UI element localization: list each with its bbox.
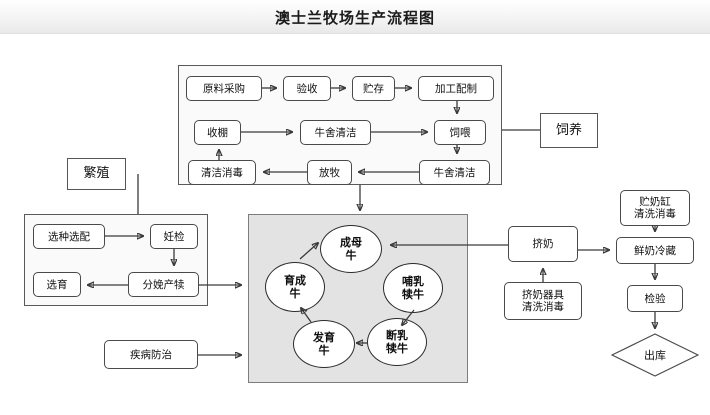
node-milking[interactable]: 挤奶 (508, 226, 578, 262)
oval-cow-yearling[interactable]: 育成 牛 (265, 262, 325, 312)
node-selective-breeding[interactable]: 选育 (33, 272, 81, 297)
node-fresh-milk-refrigeration[interactable]: 鲜奶冷藏 (616, 237, 694, 264)
node-shed-closing[interactable]: 收棚 (194, 120, 241, 145)
node-processing-formulation[interactable]: 加工配制 (418, 76, 494, 101)
node-calving[interactable]: 分娩产犊 (128, 272, 199, 297)
node-outbound[interactable]: 出库 (611, 333, 699, 377)
node-feeding-action[interactable]: 饲喂 (434, 120, 486, 145)
node-breed-selection-mating[interactable]: 选种选配 (33, 224, 105, 249)
node-barn-cleaning-upper[interactable]: 牛舍清洁 (300, 120, 371, 145)
oval-cow-suckling-calf[interactable]: 哺乳 犊牛 (383, 263, 443, 313)
node-inspection[interactable]: 检验 (627, 285, 683, 312)
title-band (0, 0, 710, 34)
node-grazing[interactable]: 放牧 (307, 160, 352, 185)
node-barn-cleaning-lower[interactable]: 牛舍清洁 (419, 160, 490, 185)
oval-cow-weaned-calf[interactable]: 断乳 犊牛 (367, 318, 427, 366)
node-pregnancy-check[interactable]: 妊检 (150, 224, 198, 249)
oval-cow-mature[interactable]: 成母 牛 (320, 225, 382, 273)
node-raw-material-purchase[interactable]: 原料采购 (186, 76, 262, 101)
node-milking-equipment-clean[interactable]: 挤奶器具 清洗消毒 (504, 282, 582, 320)
node-clean-disinfect[interactable]: 清洁消毒 (188, 160, 256, 185)
oval-cow-growing[interactable]: 发育 牛 (293, 320, 355, 368)
node-storage[interactable]: 贮存 (352, 76, 395, 101)
outbound-label: 出库 (644, 349, 666, 362)
page-title: 澳士兰牧场生产流程图 (274, 9, 435, 27)
label-feeding: 饲养 (540, 113, 598, 148)
node-acceptance-check[interactable]: 验收 (283, 76, 331, 101)
node-milk-tank-clean[interactable]: 贮奶缸 清洗消毒 (620, 190, 690, 226)
label-breeding: 繁殖 (67, 158, 126, 190)
node-disease-prevention[interactable]: 疾病防治 (104, 340, 198, 369)
